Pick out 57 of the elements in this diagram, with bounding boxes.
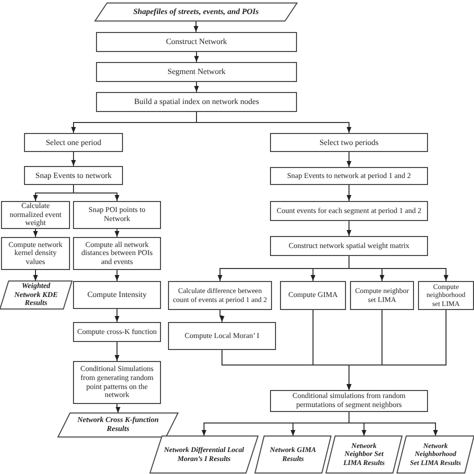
node-text: Snap Events to network — [35, 170, 112, 180]
process-box — [24, 133, 123, 152]
arrow — [114, 228, 120, 238]
node-text: Select two periods — [319, 138, 379, 148]
arrow — [33, 270, 38, 282]
process-box — [73, 237, 161, 270]
arrow — [346, 152, 352, 168]
process-box — [73, 322, 161, 342]
arrow — [114, 342, 120, 362]
output-parallelogram — [150, 436, 258, 473]
arrow — [196, 112, 352, 134]
arrow — [348, 412, 438, 436]
output-parallelogram — [397, 436, 474, 473]
arrow — [33, 228, 38, 238]
arrow — [71, 152, 76, 166]
node-text: Build a spatial index on network nodes — [134, 97, 259, 107]
arrow — [194, 20, 198, 32]
process-box — [24, 166, 123, 185]
process-box — [270, 201, 428, 221]
arrow — [116, 404, 120, 414]
arrow — [348, 256, 448, 282]
process-box — [270, 167, 428, 185]
process-box — [350, 281, 414, 310]
input-parallelogram — [95, 3, 297, 21]
process-box — [73, 361, 161, 404]
output-parallelogram — [255, 436, 331, 473]
process-box — [73, 201, 161, 229]
process-box — [1, 201, 70, 229]
node-text: Segment Network — [168, 67, 226, 77]
process-box — [96, 62, 297, 82]
arrow — [346, 310, 446, 390]
process-box — [96, 32, 297, 52]
process-box — [168, 281, 272, 310]
arrow — [73, 184, 120, 202]
process-box — [73, 281, 161, 309]
process-box — [280, 281, 346, 310]
node-text: Construct Network — [166, 37, 228, 47]
node-text: Select one period — [46, 138, 102, 148]
node-text: Shapefiles of streets, events, and POIs — [132, 7, 260, 17]
arrow — [114, 308, 120, 322]
process-box — [270, 390, 428, 412]
arrow — [114, 270, 120, 282]
arrow — [220, 310, 224, 322]
arrow — [194, 82, 199, 92]
process-box — [418, 281, 474, 310]
process-box — [168, 322, 276, 350]
arrow — [346, 184, 352, 202]
output-parallelogram — [326, 436, 402, 473]
process-box — [270, 133, 428, 152]
arrow — [194, 52, 199, 62]
process-box — [96, 92, 297, 112]
output-parallelogram — [0, 281, 72, 309]
process-box — [270, 236, 428, 256]
node-text: Compute Intensity — [87, 290, 147, 300]
output-parallelogram — [58, 413, 178, 437]
process-box — [1, 237, 70, 270]
arrow — [346, 220, 352, 236]
